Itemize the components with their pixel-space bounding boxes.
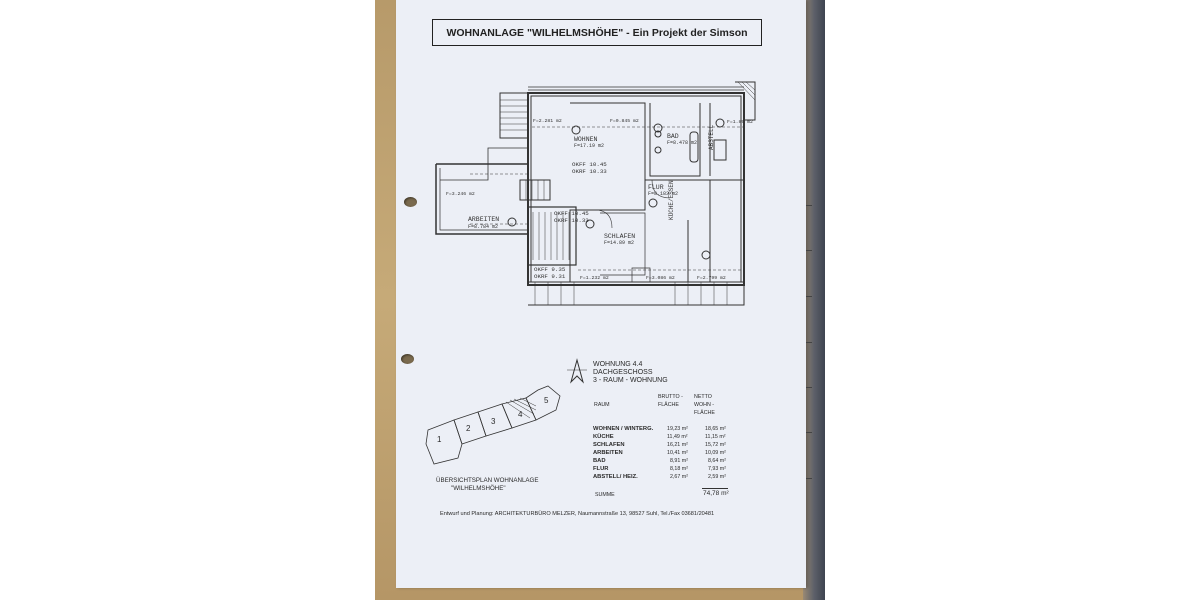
room-label-flur: FLUR	[648, 184, 664, 191]
arbeiten-wall	[435, 163, 528, 235]
area-label: F=2.281 m2	[533, 119, 562, 124]
unit-type: 3 - RAUM - WOHNUNG	[593, 377, 668, 384]
edge-mark	[806, 342, 812, 343]
room-label-arbeiten: ARBEITEN	[468, 216, 500, 223]
room-area-arbeiten: F=8.784 m2	[468, 224, 499, 230]
area-label: F=2.799 m2	[697, 276, 726, 281]
roof-band	[528, 281, 745, 306]
upper-stairs	[519, 179, 551, 201]
edge-mark	[806, 296, 812, 297]
unit-floor: DACHGESCHOSS	[593, 369, 653, 376]
col-header-net: NETTO	[694, 394, 712, 400]
bathtub	[689, 131, 699, 163]
row-gross: 2,67 m²	[670, 474, 688, 480]
siteplan-caption: "WILHELMSHÖHE"	[451, 485, 506, 492]
row-gross: 16,21 m²	[667, 442, 688, 448]
roof-edge	[528, 86, 744, 94]
row-gross: 11,49 m²	[667, 434, 688, 440]
staircase	[527, 206, 577, 266]
area-label: F=1.89 m2	[727, 120, 753, 125]
balcony	[499, 92, 529, 139]
dashed-line	[470, 126, 744, 271]
siteplan-caption: ÜBERSICHTSPLAN WOHNANLAGE	[436, 477, 539, 484]
row-gross: 8,18 m²	[670, 466, 688, 472]
building-number: 4	[518, 410, 523, 419]
bathroom-wall	[649, 103, 701, 177]
wall	[570, 102, 744, 181]
row-gross: 8,91 m²	[670, 458, 688, 464]
building-number: 2	[466, 424, 471, 433]
room-label-schlafen: SCHLAFEN	[604, 233, 636, 240]
edge-mark	[806, 205, 812, 206]
building-number: 5	[544, 396, 549, 405]
row-net: 2,59 m²	[708, 474, 726, 480]
building-number: 3	[491, 417, 496, 426]
level-label: OKFF 10.45	[572, 161, 607, 168]
sum-rule	[702, 488, 728, 489]
row-room: SCHLAFEN	[593, 442, 625, 448]
architect-footer: Entwurf und Planung: ARCHITEKTURBÜRO MEL…	[440, 511, 715, 517]
level-label: OKFF 9.35	[534, 266, 566, 273]
row-gross: 19,23 m²	[667, 426, 688, 432]
north-arrow-icon	[567, 358, 587, 384]
table-surface	[803, 0, 825, 600]
level-label: OKFF 10.45	[554, 210, 589, 217]
row-net: 7,93 m²	[708, 466, 726, 472]
area-label: F=3.246 m2	[446, 192, 475, 197]
row-net: 10,09 m²	[705, 450, 726, 456]
col-header-gross: BRUTTO -	[658, 394, 683, 400]
edge-mark	[806, 432, 812, 433]
row-room: ARBEITEN	[593, 450, 623, 456]
room-area-flur: F=8.183 m2	[648, 191, 679, 197]
row-net: 18,65 m²	[705, 426, 726, 432]
level-label: OKRF 9.31	[534, 273, 566, 280]
level-label: OKRF 10.33	[554, 217, 589, 224]
room-label-bad: BAD	[667, 133, 679, 140]
row-net: 8,64 m²	[708, 458, 726, 464]
edge-mark	[806, 250, 812, 251]
punch-hole	[401, 354, 414, 364]
row-net: 11,15 m²	[705, 434, 726, 440]
area-label: F=3.086 m2	[646, 276, 675, 281]
sink	[654, 146, 662, 154]
wall	[569, 180, 646, 282]
row-room: KÜCHE	[593, 434, 614, 440]
col-header-gross: FLÄCHE	[658, 402, 679, 408]
row-gross: 10,41 m²	[667, 450, 688, 456]
paper-sheet	[396, 0, 806, 588]
toilet	[654, 130, 662, 138]
row-room: WOHNEN / WINTERG.	[593, 426, 654, 432]
project-title: WOHNANLAGE "WILHELMSHÖHE" - Ein Projekt …	[432, 19, 762, 46]
sum-label: SUMME	[595, 492, 615, 498]
col-header-net: FLÄCHE	[694, 410, 715, 416]
building-5	[525, 385, 561, 421]
room-area-bad: F=8.478 m2	[667, 140, 698, 146]
room-label-wohnen: WOHNEN	[574, 136, 598, 143]
building-number: 1	[437, 435, 442, 444]
punch-hole	[404, 197, 417, 207]
area-label: F=0.845 m2	[610, 119, 639, 124]
unit-number: WOHNUNG 4.4	[593, 361, 643, 368]
room-area-schlafen: F=14.89 m2	[604, 240, 635, 246]
col-header-room: RAUM	[594, 402, 610, 408]
row-room: FLUR	[593, 466, 609, 472]
col-header-net: WOHN -	[694, 402, 715, 408]
row-room: ABSTELL/ HEIZ.	[593, 474, 638, 480]
boiler	[713, 139, 727, 161]
area-label: F=1.232 m2	[580, 276, 609, 281]
edge-mark	[806, 387, 812, 388]
row-net: 15,72 m²	[705, 442, 726, 448]
edge-mark	[806, 478, 812, 479]
roof-right	[735, 81, 756, 121]
room-area-wohnen: F=17.19 m2	[574, 143, 605, 149]
row-room: BAD	[593, 458, 606, 464]
sum-value: 74,78 m²	[703, 490, 729, 497]
level-label: OKRF 10.33	[572, 168, 607, 175]
